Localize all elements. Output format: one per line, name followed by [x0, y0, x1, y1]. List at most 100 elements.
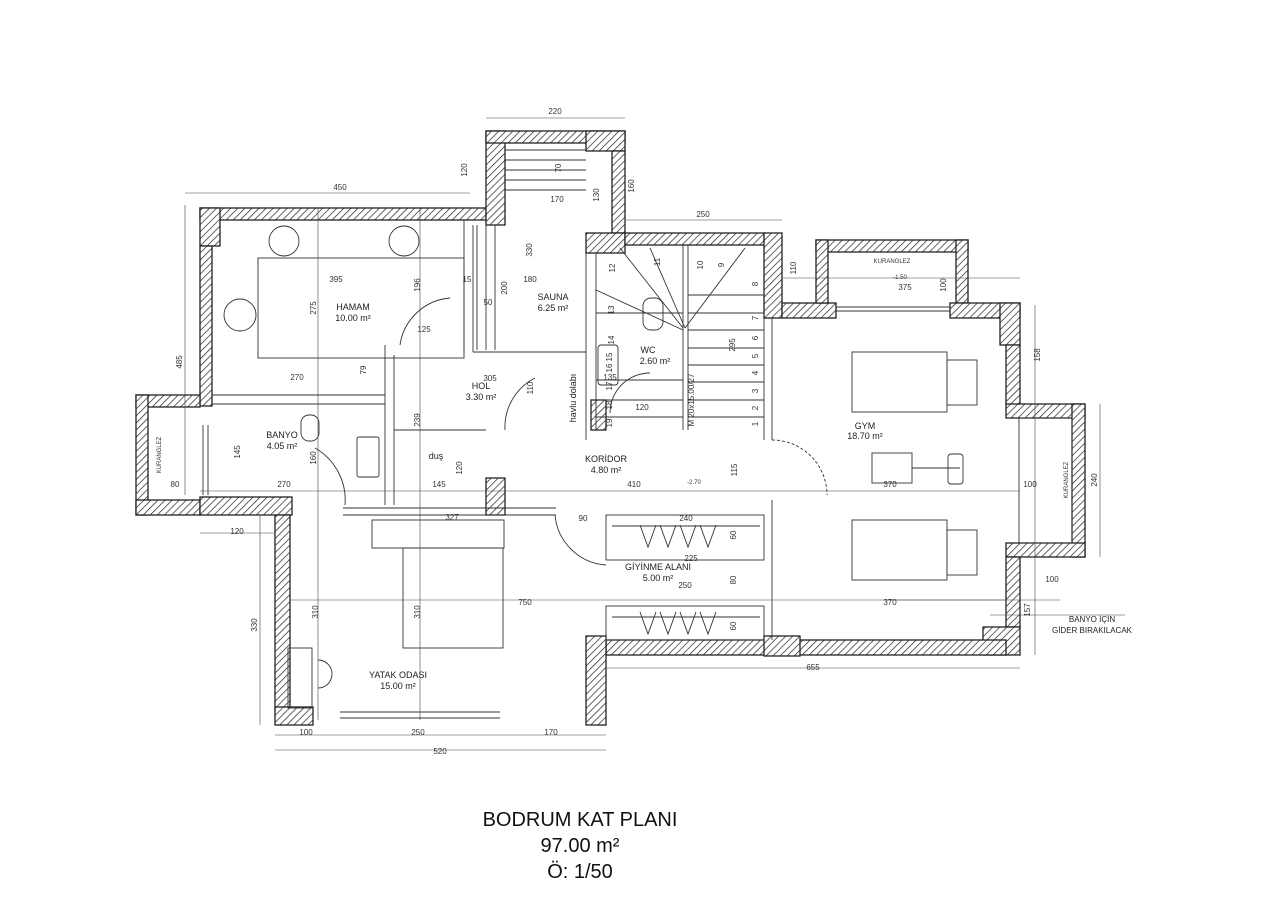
room-gym: GYM	[855, 421, 876, 431]
dimension-label: 158	[1033, 348, 1042, 362]
dimension-label: 250	[678, 581, 692, 590]
dimension-label: 12	[608, 263, 617, 272]
dimension-label: 200	[500, 281, 509, 295]
note-line-2: GİDER BIRAKILACAK	[1052, 626, 1133, 635]
room-koridor: KORİDOR	[585, 454, 628, 464]
dimension-label: 370	[883, 480, 897, 489]
dimension-label: 310	[413, 605, 422, 619]
room-giyinme: GİYİNME ALANI	[625, 562, 691, 572]
dimension-label: 270	[290, 373, 304, 382]
dimension-label: 9	[717, 262, 726, 267]
dimension-label: 110	[789, 261, 798, 274]
dimension-label: 145	[432, 480, 446, 489]
dimension-label: 79	[359, 365, 368, 374]
dimension-label: 330	[250, 618, 259, 632]
dimension-label: 8	[751, 281, 760, 286]
room-sauna-area: 6.25 m²	[538, 303, 569, 313]
interior-lines	[202, 149, 1073, 719]
dimension-label: 250	[411, 728, 425, 737]
dimension-label: 305	[483, 374, 497, 383]
dimension-label: 100	[939, 278, 948, 292]
dimension-label: 240	[679, 514, 693, 523]
room-yatak: YATAK ODASI	[369, 670, 427, 680]
dimension-label: 196	[413, 278, 422, 292]
room-koridor-area: 4.80 m²	[591, 465, 622, 475]
dimension-label: 7	[751, 315, 760, 320]
dimension-label: 80	[729, 575, 738, 584]
dimension-label: 375	[898, 283, 912, 292]
room-hol-area: 3.30 m²	[466, 392, 497, 402]
room-hol: HOL	[472, 381, 491, 391]
room-sauna: SAUNA	[537, 292, 568, 302]
stair-spec: M 20x15.00/27	[687, 373, 696, 426]
dimension-label: 120	[455, 461, 464, 475]
dimension-label: 115	[730, 463, 739, 476]
dimension-label: 250	[696, 210, 710, 219]
dimension-label: 16	[605, 363, 614, 372]
dimension-label: 520	[433, 747, 447, 756]
dimension-label: 19	[605, 418, 614, 427]
dimension-lines	[184, 117, 1125, 751]
room-labels: HAMAM 10.00 m² SAUNA 6.25 m² HOL 3.30 m²…	[157, 259, 1133, 691]
dimension-label: 330	[525, 243, 534, 257]
room-hamam: HAMAM	[336, 302, 370, 312]
dimension-label: 5	[751, 353, 760, 358]
towel-cabinet-label: havlu dolabı	[568, 374, 578, 423]
dimension-label: 145	[233, 445, 242, 459]
dimension-label: 130	[592, 188, 601, 202]
dimension-label: 750	[518, 598, 532, 607]
dimension-label: 270	[277, 480, 291, 489]
dimension-label: 90	[579, 514, 588, 523]
dimension-label: 310	[311, 605, 320, 619]
level-corridor: -2.70	[687, 480, 701, 486]
dimension-label: 450	[333, 183, 347, 192]
dimension-label: 120	[230, 527, 244, 536]
dimension-label: 60	[729, 530, 738, 539]
dimension-label: 100	[299, 728, 313, 737]
dimension-label: 120	[460, 163, 469, 177]
dimension-label: 110	[526, 381, 535, 394]
dimension-label: 125	[417, 325, 431, 334]
plan-scale: Ö: 1/50	[547, 861, 613, 883]
dimension-label: 225	[684, 554, 698, 563]
room-gym-area: 18.70 m²	[847, 431, 883, 441]
room-banyo-area: 4.05 m²	[267, 441, 298, 451]
dimension-label: 3	[751, 388, 760, 393]
dimension-label: 50	[484, 298, 493, 307]
kuranglez-left: KURANGLEZ	[157, 436, 163, 473]
dimension-label: 100	[1045, 575, 1059, 584]
dimension-label: 410	[627, 480, 641, 489]
dimension-label: 120	[635, 403, 649, 412]
room-banyo: BANYO	[266, 430, 298, 440]
dimension-label: 1	[751, 421, 760, 426]
dimension-label: 17	[605, 381, 614, 390]
dimension-label: 295	[728, 338, 737, 352]
note-line-1: BANYO İÇİN	[1069, 615, 1115, 624]
dimension-label: 15	[463, 275, 472, 284]
dimension-label: 13	[607, 305, 616, 314]
dimension-label: 220	[548, 107, 562, 116]
dimension-label: 370	[883, 598, 897, 607]
dimension-label: 11	[653, 257, 662, 266]
room-wc-area: 2.60 m²	[640, 356, 671, 366]
level-kuranglez: -1.50	[893, 275, 907, 281]
kuranglez-right: KURANGLEZ	[1064, 461, 1070, 498]
plan-area: 97.00 m²	[540, 835, 620, 857]
dimension-label: 70	[554, 163, 563, 172]
dimension-label: 15	[605, 352, 614, 361]
dimension-label: 655	[806, 663, 820, 672]
room-hamam-area: 10.00 m²	[335, 313, 371, 323]
plan-title: BODRUM KAT PLANI	[482, 809, 678, 831]
dimension-label: 239	[413, 413, 422, 427]
dimension-label: 2	[751, 405, 760, 410]
room-giyinme-area: 5.00 m²	[643, 573, 674, 583]
dimension-label: 395	[329, 275, 343, 284]
dimension-label: 160	[309, 451, 318, 465]
dimension-label: 4	[751, 370, 760, 375]
dimension-label: 160	[627, 179, 636, 193]
dimension-label: 157	[1023, 603, 1032, 617]
dimension-label: 180	[523, 275, 537, 284]
dimension-label: 240	[1090, 473, 1099, 487]
